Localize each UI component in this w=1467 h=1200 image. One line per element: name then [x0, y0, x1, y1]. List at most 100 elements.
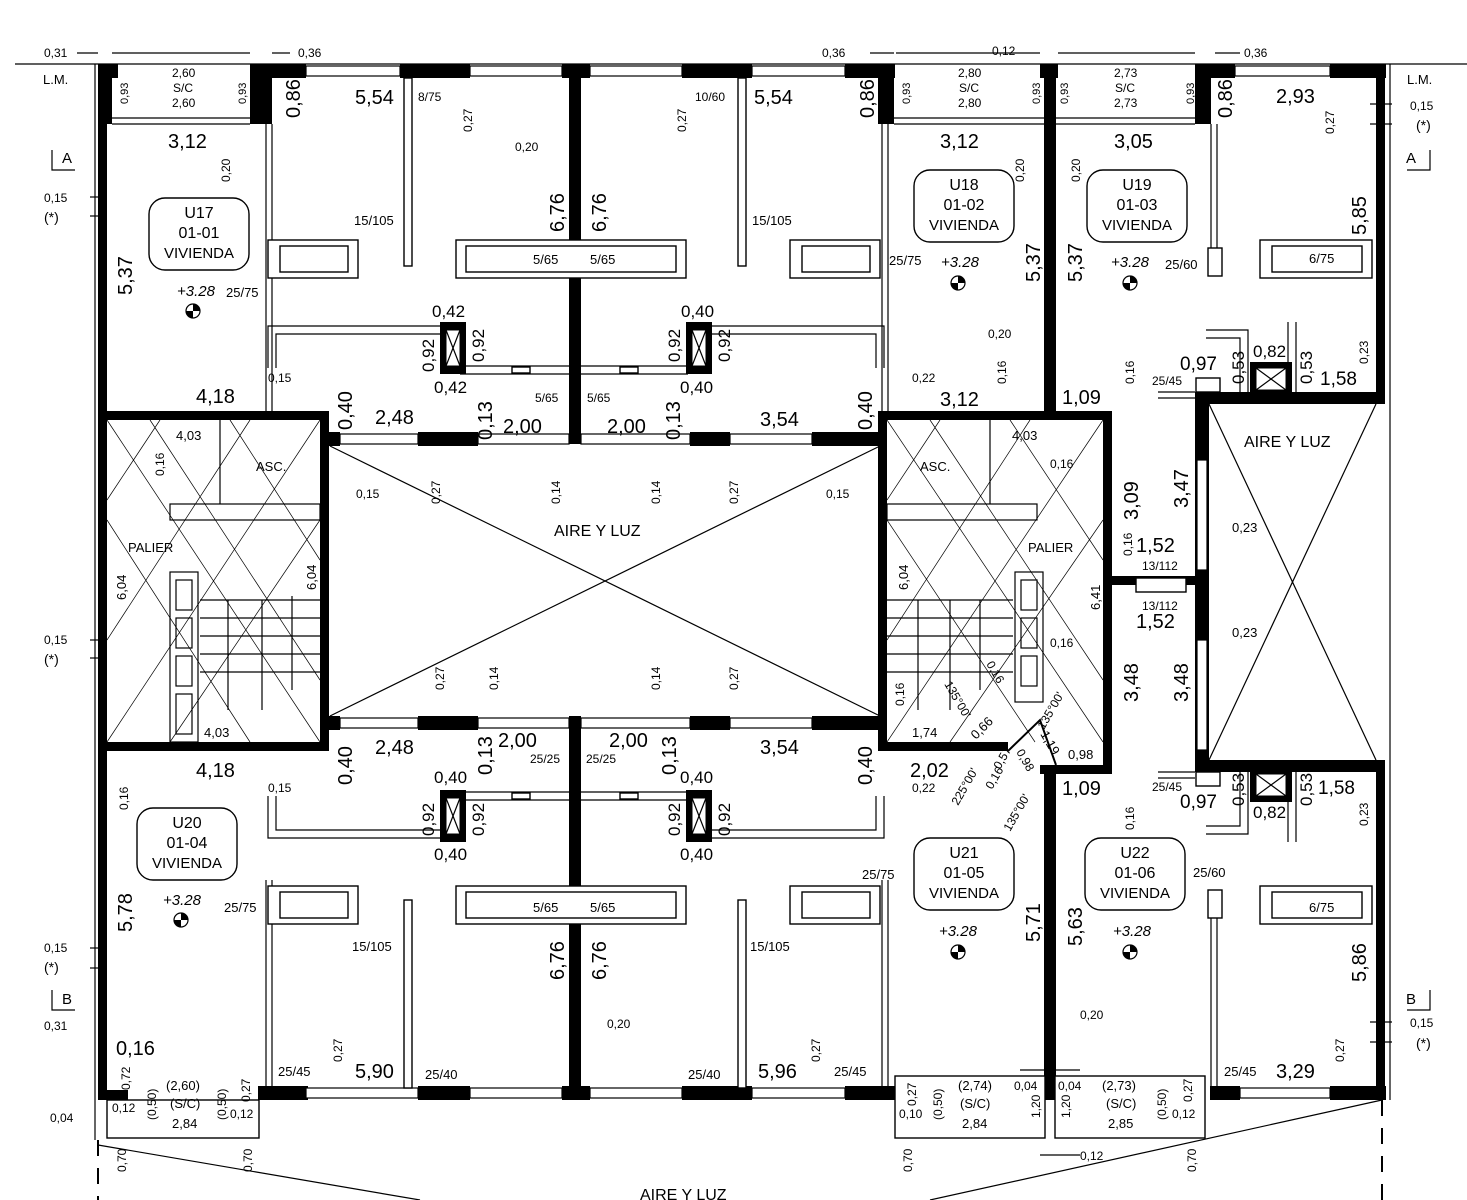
dim-040-j: 0,40	[680, 845, 713, 864]
dim-027-g: 0,27	[727, 666, 741, 690]
dim-329: 3,29	[1276, 1061, 1315, 1083]
dim-027-a: 0,27	[461, 108, 475, 132]
dim-070-c: 0,70	[901, 1148, 915, 1172]
dim-053-b: 0,53	[1297, 351, 1316, 384]
dim-016-d: 0,16	[1050, 457, 1074, 471]
note-left-3: (*)	[44, 959, 59, 975]
dim-040-b: 0,40	[680, 378, 713, 397]
dim-092-c: 0,92	[665, 329, 684, 362]
dim-066: 0,66	[968, 714, 997, 743]
bal-u18-280a: 2,80	[958, 66, 982, 80]
dim-013-c: 0,13	[475, 736, 497, 775]
dim-004-b: 0,04	[1014, 1079, 1038, 1093]
unit-u17-code: U17	[184, 205, 213, 222]
dim-027-k: 0,27	[239, 1078, 253, 1102]
dim-293: 2,93	[1276, 86, 1315, 108]
dim-119: 1,19	[1037, 728, 1063, 757]
dim-023-a: 0,23	[1357, 340, 1371, 364]
dim-2545-e: 25/45	[1224, 1064, 1257, 1079]
dim-053-c: 0,53	[1229, 773, 1248, 806]
dim-347: 3,47	[1171, 469, 1193, 508]
dim-015-k: 0,15	[268, 371, 292, 385]
unit-labels: U17 01-01 VIVIENDA +3.28 U18 01-02 VIVIE…	[152, 177, 1172, 940]
dim-086-a: 0,86	[283, 79, 305, 118]
dim-202: 2,02	[910, 760, 949, 782]
dim-200-a: 2,00	[503, 416, 542, 438]
dim-092-h: 0,92	[715, 803, 734, 836]
dim-2560-a: 25/60	[1165, 257, 1198, 272]
unit-u21-code: U21	[949, 845, 978, 862]
dim-027-c: 0,27	[1323, 110, 1337, 134]
dim-092-b: 0,92	[469, 329, 488, 362]
dim-050p-d: (0,50)	[1155, 1089, 1169, 1120]
dim-092-e: 0,92	[419, 803, 438, 836]
dim-2545-d: 25/45	[834, 1064, 867, 1079]
unit-u22-number: 01-06	[1115, 865, 1156, 882]
dim-scp-c: (S/C)	[1106, 1096, 1136, 1111]
dim-082-b: 0,82	[1253, 803, 1286, 822]
dim-027-b: 0,27	[675, 108, 689, 132]
label-palier-right: PALIER	[1028, 540, 1073, 555]
dim-016-j: 0,16	[1123, 806, 1137, 830]
unit-box-u20	[136, 807, 238, 881]
dim-158-a: 1,58	[1320, 369, 1357, 390]
bal-u17-sc: S/C	[173, 81, 193, 95]
unit-box-u17	[148, 197, 250, 271]
dim-top-036b: 0,36	[822, 46, 846, 60]
unit-u19-number: 01-03	[1117, 197, 1158, 214]
dim-072: 0,72	[119, 1066, 133, 1090]
unit-box-u18	[913, 169, 1015, 243]
walls	[98, 64, 1386, 1100]
heater-units	[267, 77, 1373, 1089]
dim-040-i: 0,40	[680, 768, 713, 787]
dim-565-a: 5/65	[533, 252, 558, 267]
light-court-lines	[329, 403, 1377, 761]
dim-014-a: 0,14	[549, 480, 563, 504]
dim-012-d: 0,12	[1172, 1107, 1196, 1121]
dim-158-b: 1,58	[1318, 778, 1355, 799]
dim-023-b: 0,23	[1232, 520, 1257, 535]
dim-554-a: 5,54	[355, 87, 394, 109]
dim-563: 5,63	[1065, 907, 1087, 946]
unit-u22-level: +3.28	[1113, 923, 1152, 940]
dim-right-015b: 0,15	[1410, 1016, 1434, 1030]
dim-2525-a: 25/25	[530, 752, 560, 766]
dim-016-e: 0,16	[1050, 636, 1074, 650]
dim-109-a: 1,09	[1062, 387, 1101, 409]
dim-403-b: 4,03	[204, 725, 229, 740]
dim-014-b: 0,14	[649, 480, 663, 504]
dim-042-a: 0,42	[432, 302, 465, 321]
dim-092-a: 0,92	[419, 339, 438, 372]
unit-u19-use: VIVIENDA	[1102, 217, 1172, 234]
dim-040-d: 0,40	[855, 391, 877, 430]
dim-348-b: 3,48	[1171, 663, 1193, 702]
dim-020-a: 0,20	[219, 158, 233, 182]
dim-13112-b: 13/112	[1142, 599, 1178, 613]
dim-120-a: 1,20	[1029, 1094, 1043, 1118]
dim-676-c: 6,76	[547, 941, 569, 980]
dim-020-g: 0,20	[1080, 1008, 1104, 1022]
unit-u17-number: 01-01	[179, 225, 220, 242]
unit-u21-use: VIVIENDA	[929, 885, 999, 902]
level-marker-icon	[950, 944, 966, 960]
dim-012-c: 0,12	[230, 1107, 254, 1121]
dim-027-h: 0,27	[331, 1038, 345, 1062]
dim-641: 6,41	[1088, 585, 1103, 610]
dim-565-b: 5/65	[590, 252, 615, 267]
unit-u19-level: +3.28	[1111, 254, 1150, 271]
dim-174: 1,74	[912, 725, 937, 740]
label-lm-right: L.M.	[1407, 72, 1432, 87]
dim-022-a: 0,22	[912, 371, 936, 385]
dim-053-d: 0,53	[1297, 773, 1316, 806]
dim-020-f: 0,20	[607, 1017, 631, 1031]
dim-2575-c: 25/75	[224, 900, 257, 915]
dim-027-m: 0,27	[1181, 1078, 1195, 1102]
dim-676-a: 6,76	[547, 193, 569, 232]
dim-590: 5,90	[355, 1061, 394, 1083]
unit-u21-number: 01-05	[944, 865, 985, 882]
level-marker-icon	[1122, 944, 1138, 960]
dim-418-b: 4,18	[196, 760, 235, 782]
unit-u17-use: VIVIENDA	[164, 245, 234, 262]
dim-309: 3,09	[1121, 481, 1143, 520]
